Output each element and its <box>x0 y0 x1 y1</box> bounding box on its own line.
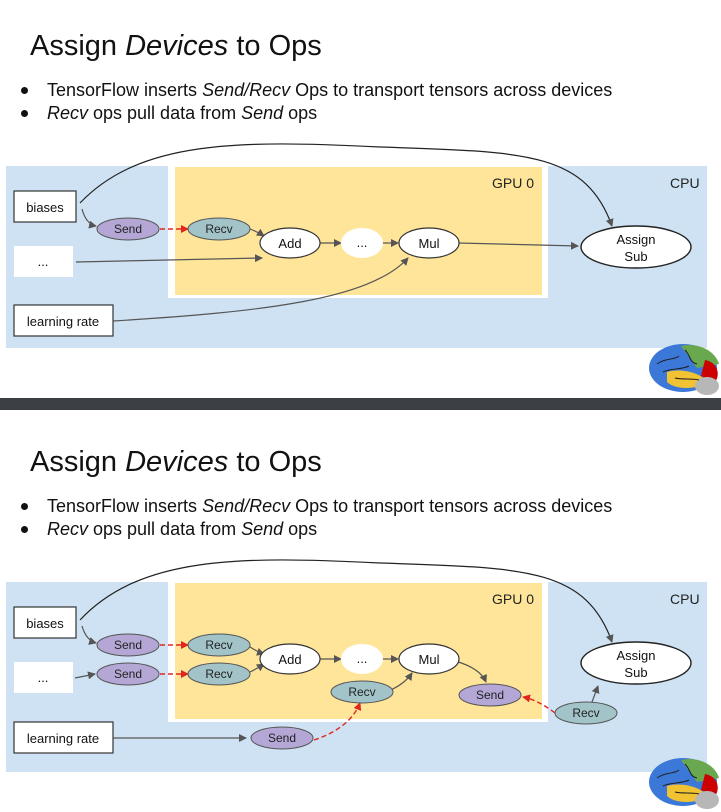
recv-node <box>187 217 251 241</box>
slide-divider <box>0 398 721 410</box>
assign-sub-label-2: Sub <box>624 249 647 264</box>
recv-node <box>554 701 618 725</box>
learning-rate-box <box>13 304 114 337</box>
bullet-list: TensorFlow inserts Send/Recv Ops to tran… <box>20 496 612 542</box>
mul-node-label: Mul <box>419 236 440 251</box>
bullet-item: TensorFlow inserts Send/Recv Ops to tran… <box>20 496 612 519</box>
send-node <box>458 683 522 707</box>
bullet-item: Recv ops pull data from Send ops <box>20 519 612 542</box>
assign-sub-node <box>580 641 692 685</box>
learning-rate-label: learning rate <box>27 314 99 329</box>
dots-label: ... <box>38 254 49 269</box>
recv-node-label: Recv <box>205 638 232 652</box>
mul-node <box>398 643 460 675</box>
bullet-list: TensorFlow inserts Send/Recv Ops to tran… <box>20 80 612 126</box>
cpu-label: CPU <box>670 591 700 607</box>
slide-2: Assign Devices to Ops TensorFlow inserts… <box>0 410 721 810</box>
brain-logo-icon <box>649 758 719 809</box>
send-node <box>96 633 160 657</box>
gpu-label: GPU 0 <box>492 591 534 607</box>
brain-logo-icon <box>649 344 719 395</box>
send-node <box>96 662 160 686</box>
biases-label: biases <box>26 200 64 215</box>
bullet-item: Recv ops pull data from Send ops <box>20 103 612 126</box>
dots-box <box>14 246 73 277</box>
send-node-label: Send <box>114 222 142 236</box>
send-node-label: Send <box>114 638 142 652</box>
biases-box <box>13 190 77 223</box>
add-node-label: Add <box>278 236 301 251</box>
dots-box <box>14 662 73 693</box>
device-placement-diagram: CPU GPU 0 biases ... learning rate Send … <box>6 559 707 772</box>
ellipsis-node <box>341 228 383 258</box>
recv-node-label: Recv <box>572 706 599 720</box>
biases-box <box>13 606 77 639</box>
dots-label: ... <box>38 670 49 685</box>
add-node <box>259 643 321 675</box>
learning-rate-label: learning rate <box>27 731 99 746</box>
biases-label: biases <box>26 616 64 631</box>
bullet-item: TensorFlow inserts Send/Recv Ops to tran… <box>20 80 612 103</box>
ellipsis-node <box>341 644 383 674</box>
recv-node-label: Recv <box>348 685 375 699</box>
recv-node <box>187 633 251 657</box>
ellipsis-node-label: ... <box>357 651 368 666</box>
send-node-label: Send <box>268 731 296 745</box>
assign-sub-label-2: Sub <box>624 665 647 680</box>
send-node-label: Send <box>114 667 142 681</box>
mul-node <box>398 227 460 259</box>
recv-node-label: Recv <box>205 667 232 681</box>
assign-sub-label-1: Assign <box>616 232 655 247</box>
recv-node <box>330 680 394 704</box>
assign-sub-node <box>580 225 692 269</box>
recv-node-label: Recv <box>205 222 232 236</box>
recv-node <box>187 662 251 686</box>
ellipsis-node-label: ... <box>357 235 368 250</box>
assign-sub-label-1: Assign <box>616 648 655 663</box>
slide-1: Assign Devices to Ops TensorFlow inserts… <box>0 0 721 400</box>
gpu-label: GPU 0 <box>492 175 534 191</box>
send-node <box>250 726 314 750</box>
slide-title: Assign Devices to Ops <box>30 30 322 62</box>
slide-title: Assign Devices to Ops <box>30 446 322 478</box>
add-node-label: Add <box>278 652 301 667</box>
device-placement-diagram: CPU GPU 0 biases ... learning rate Send … <box>6 143 707 348</box>
mul-node-label: Mul <box>419 652 440 667</box>
add-node <box>259 227 321 259</box>
send-node <box>96 217 160 241</box>
send-node-label: Send <box>476 688 504 702</box>
cpu-label: CPU <box>670 175 700 191</box>
